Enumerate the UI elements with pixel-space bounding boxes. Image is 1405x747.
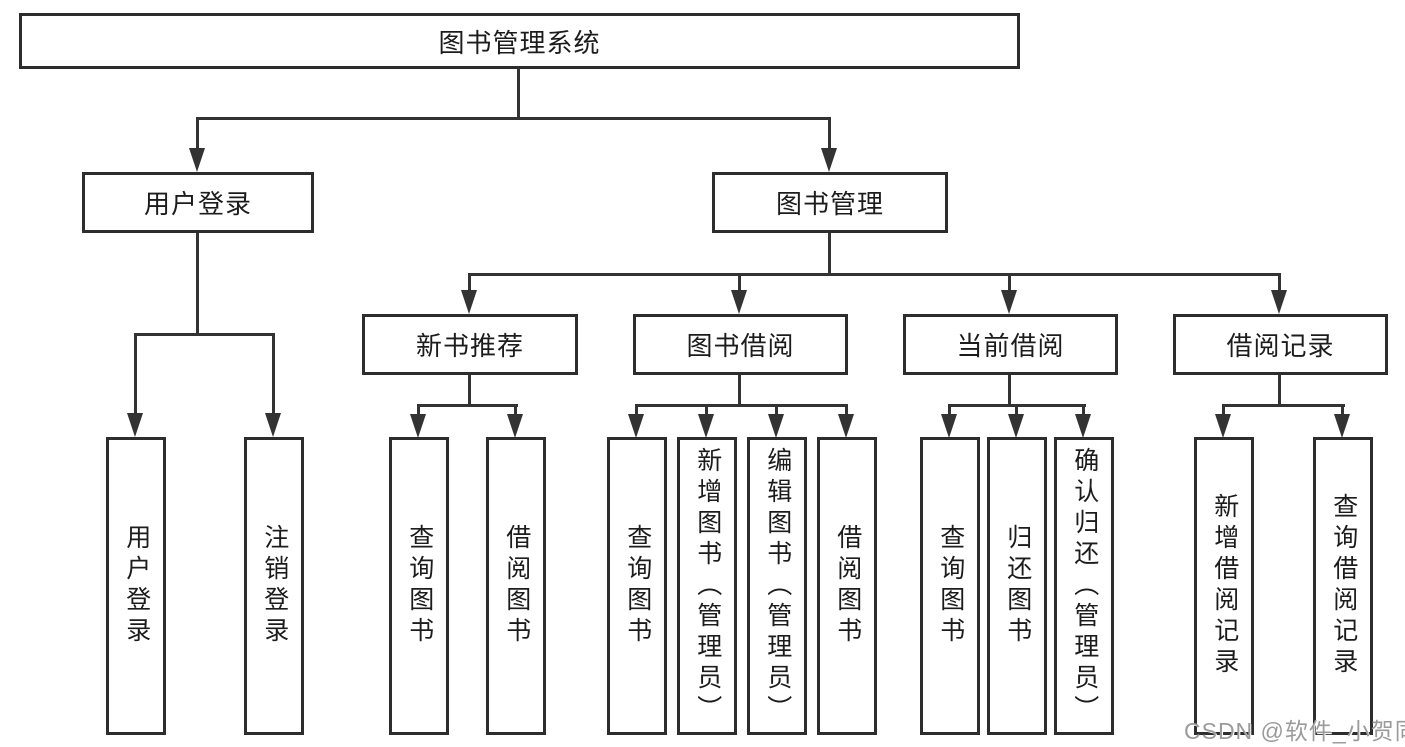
arrowhead-borrow-books-borrowing <box>838 414 854 438</box>
leaf-add-borrow-record: 新增借阅记录 <box>1194 437 1254 735</box>
connector-borrowing-records-rail <box>1222 404 1345 407</box>
node-user-login: 用户登录 <box>82 172 314 233</box>
leaf-confirm-return-admin-label: 确认归还（管理员） <box>1070 446 1099 726</box>
leaf-query-borrow-record: 查询借阅记录 <box>1313 437 1373 735</box>
connector-user-login-rail <box>134 333 275 336</box>
arrowhead-confirm-return-admin <box>1075 414 1091 438</box>
arrowhead-edit-book-admin <box>768 414 784 438</box>
connector-root-stem <box>517 68 520 119</box>
leaf-query-books-borrowing-label: 查询图书 <box>623 524 652 648</box>
connector-drop-return-books <box>1015 404 1018 416</box>
arrowhead-borrow-books-recommend <box>507 414 523 438</box>
leaf-borrow-books-recommend: 借阅图书 <box>486 437 546 735</box>
node-new-book-recommendation: 新书推荐 <box>362 314 578 375</box>
arrowhead-leaf-logout <box>265 413 281 437</box>
connector-level2-rail <box>468 273 1281 276</box>
node-root-label: 图书管理系统 <box>438 27 601 58</box>
connector-book-management-stem <box>828 233 831 275</box>
leaf-borrow-books-recommend-label: 借阅图书 <box>502 524 531 648</box>
leaf-logout-label: 注销登录 <box>260 524 289 648</box>
node-new-book-recommendation-label: 新书推荐 <box>415 331 524 361</box>
leaf-edit-book-admin-label: 编辑图书（管理员） <box>763 446 792 726</box>
arrowhead-add-borrow-record <box>1215 414 1231 438</box>
connector-borrowing-records-stem <box>1278 375 1281 406</box>
connector-drop-query-books-borrowing <box>635 404 638 416</box>
connector-drop-borrow-books-borrowing <box>845 404 848 416</box>
arrowhead-return-books <box>1008 414 1024 438</box>
leaf-borrow-books-borrowing: 借阅图书 <box>817 437 877 735</box>
leaf-user-login-label: 用户登录 <box>122 524 151 648</box>
arrowhead-borrowing-records <box>1271 290 1287 314</box>
connector-drop-add-book-admin <box>705 404 708 416</box>
node-user-login-label: 用户登录 <box>143 189 252 219</box>
node-current-borrowing-label: 当前借阅 <box>956 331 1065 361</box>
node-book-borrowing-label: 图书借阅 <box>686 331 795 361</box>
connector-drop-book-borrowing <box>738 273 741 292</box>
arrowhead-leaf-user-login <box>127 413 143 437</box>
connector-drop-user-login <box>196 117 199 150</box>
arrowhead-add-book-admin <box>698 414 714 438</box>
connector-new-book-rail <box>417 404 518 407</box>
leaf-logout: 注销登录 <box>244 437 304 735</box>
node-book-management-label: 图书管理 <box>775 189 884 219</box>
connector-drop-borrow-books-recommend <box>514 404 517 416</box>
node-current-borrowing: 当前借阅 <box>903 314 1118 375</box>
connector-level1-rail <box>196 117 831 120</box>
connector-drop-query-borrow-record <box>1341 404 1344 416</box>
leaf-query-books-borrowing: 查询图书 <box>607 437 667 735</box>
leaf-return-books-label: 归还图书 <box>1003 524 1032 648</box>
node-root: 图书管理系统 <box>19 13 1020 69</box>
leaf-borrow-books-borrowing-label: 借阅图书 <box>833 524 862 648</box>
leaf-query-books-recommend-label: 查询图书 <box>405 524 434 648</box>
leaf-query-books-current: 查询图书 <box>920 437 980 735</box>
leaf-query-borrow-record-label: 查询借阅记录 <box>1329 493 1358 679</box>
arrowhead-current-borrowing <box>1001 290 1017 314</box>
leaf-query-books-recommend: 查询图书 <box>389 437 449 735</box>
arrowhead-user-login <box>189 148 205 172</box>
connector-drop-borrowing-records <box>1278 273 1281 292</box>
arrowhead-query-books-current <box>941 414 957 438</box>
connector-drop-current-borrowing <box>1008 273 1011 292</box>
leaf-query-books-current-label: 查询图书 <box>936 524 965 648</box>
leaf-add-book-admin: 新增图书（管理员） <box>677 437 737 735</box>
leaf-user-login: 用户登录 <box>106 437 166 735</box>
connector-user-login-stem <box>196 233 199 335</box>
arrowhead-query-books-recommend <box>410 414 426 438</box>
leaf-add-borrow-record-label: 新增借阅记录 <box>1210 493 1239 679</box>
connector-book-borrowing-rail <box>635 404 848 407</box>
node-book-borrowing: 图书借阅 <box>633 314 848 375</box>
connector-drop-book-management <box>828 117 831 150</box>
node-book-management: 图书管理 <box>712 172 948 233</box>
connector-book-borrowing-stem <box>738 375 741 406</box>
arrowhead-book-borrowing <box>731 290 747 314</box>
leaf-add-book-admin-label: 新增图书（管理员） <box>693 446 722 726</box>
arrowhead-query-borrow-record <box>1334 414 1350 438</box>
node-borrowing-records: 借阅记录 <box>1173 314 1388 375</box>
arrowhead-new-book <box>461 290 477 314</box>
csdn-watermark: CSDN @软件_小贺同学 <box>1184 718 1405 744</box>
arrowhead-query-books-borrowing <box>628 414 644 438</box>
connector-drop-query-books-current <box>948 404 951 416</box>
connector-drop-query-books-recommend <box>417 404 420 416</box>
connector-drop-new-book <box>468 273 471 292</box>
connector-drop-edit-book-admin <box>775 404 778 416</box>
connector-drop-leaf-logout <box>272 333 275 415</box>
arrowhead-book-management <box>821 148 837 172</box>
connector-drop-confirm-return-admin <box>1082 404 1085 416</box>
connector-drop-add-borrow-record <box>1222 404 1225 416</box>
connector-drop-leaf-user-login <box>134 333 137 415</box>
connector-current-borrowing-stem <box>1008 375 1011 406</box>
leaf-return-books: 归还图书 <box>987 437 1047 735</box>
leaf-edit-book-admin: 编辑图书（管理员） <box>747 437 807 735</box>
leaf-confirm-return-admin: 确认归还（管理员） <box>1054 437 1114 735</box>
connector-new-book-stem <box>468 375 471 406</box>
node-borrowing-records-label: 借阅记录 <box>1226 331 1335 361</box>
